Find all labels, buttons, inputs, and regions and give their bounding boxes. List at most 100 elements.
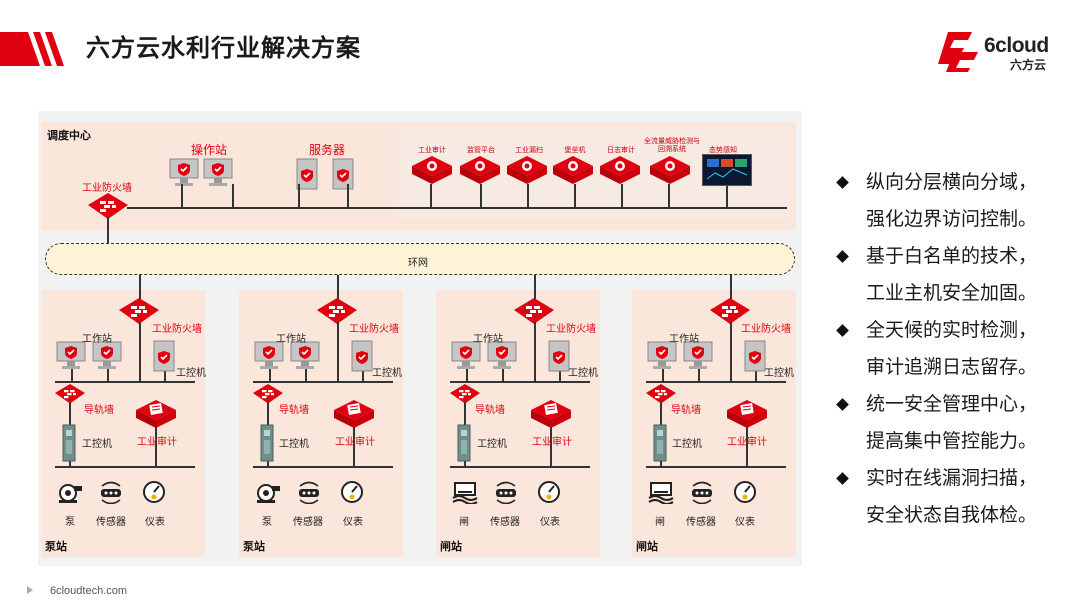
station-2-gauge-icon <box>338 480 366 509</box>
feature-text: 提高集中管控能力。 <box>866 430 1038 452</box>
station-3-workstation-1-icon <box>450 340 482 377</box>
station-3-ipc2-icon <box>456 424 472 467</box>
station-3-device-2-label: 传感器 <box>490 517 520 528</box>
station-4-audit-icon <box>727 400 767 433</box>
station-4-ipc-drop-line <box>755 368 757 381</box>
station-1-uplink-line <box>139 275 141 299</box>
monitor-tool-icon <box>458 156 502 189</box>
ring-network-label: 环网 <box>408 258 428 269</box>
station-1-audit-drop-line <box>155 427 157 466</box>
bastion-tool-icon <box>551 156 595 189</box>
feature-item: 审计追溯日志留存。 <box>838 353 1078 390</box>
feature-item: 提高集中管控能力。 <box>838 427 1078 464</box>
station-1-lower-bus-line <box>55 466 195 468</box>
station-2-workstation-2-icon <box>289 340 321 377</box>
tool-label-monitor: 监管平台 <box>467 146 495 154</box>
feature-text: 工业主机安全加固。 <box>866 282 1038 304</box>
brand-logo-icon <box>934 30 982 72</box>
center-drop-line <box>347 184 349 207</box>
station-4-gauge-icon <box>731 480 759 509</box>
feature-list: 纵向分层横向分域， 强化边界访问控制。基于白名单的技术， 工业主机安全加固。全天候的… <box>836 168 1078 538</box>
feature-text: 实时在线漏洞扫描， <box>866 467 1038 489</box>
station-1-ipc-label: 工控机 <box>176 368 206 379</box>
station-3-ws-drop-line <box>466 366 468 381</box>
station-1-device-3-label: 仪表 <box>145 517 165 528</box>
station-3-ws-drop-line <box>502 366 504 381</box>
station-2-ipc-label: 工控机 <box>372 368 402 379</box>
station-2-rail-wall-icon <box>253 384 283 410</box>
feature-item: 基于白名单的技术， <box>836 242 1078 279</box>
station-4-upper-bus-line <box>646 381 786 383</box>
station-1-upper-bus-line <box>55 381 195 383</box>
station-3-device-1-label: 闸 <box>459 517 469 528</box>
station-1-ws-drop-line <box>71 366 73 381</box>
center-drop-line <box>574 184 576 207</box>
station-1-name: 泵站 <box>45 540 67 553</box>
diamond-bullet-icon <box>836 398 849 411</box>
station-1-device-2-label: 传感器 <box>96 517 126 528</box>
station-3-uplink-line <box>534 275 536 299</box>
server-1-icon <box>296 158 318 195</box>
station-2-firewall-icon <box>317 298 357 331</box>
station-3-gate-icon <box>451 480 479 509</box>
station-2-workstation-label: 工作站 <box>276 334 306 345</box>
station-2-ipc-drop-line <box>362 368 364 381</box>
station-2-sensor-icon <box>295 480 323 509</box>
feature-item: 工业主机安全加固。 <box>838 279 1078 316</box>
station-4-sensor-icon <box>688 480 716 509</box>
station-2-upper-bus-line <box>253 381 393 383</box>
center-drop-line <box>232 184 234 207</box>
feature-item: 全天候的实时检测， <box>836 316 1078 353</box>
station-4-firewall-icon <box>710 298 750 331</box>
center-drop-line <box>181 184 183 207</box>
station-4-firewall-label: 工业防火墙 <box>741 324 791 335</box>
station-4-ipc-label: 工控机 <box>764 368 794 379</box>
audit-tool-icon <box>410 156 454 189</box>
tool-label-situation: 态势感知 <box>709 146 737 154</box>
station-1-workstation-2-icon <box>91 340 123 377</box>
diamond-bullet-icon <box>836 250 849 263</box>
center-drop-line <box>621 184 623 207</box>
center-firewall-label: 工业防火墙 <box>82 183 132 194</box>
station-4-rail-wall-label: 导轨墙 <box>671 405 701 416</box>
operator-station-label: 操作站 <box>191 143 228 157</box>
server-2-icon <box>332 158 354 195</box>
page-title: 六方云水利行业解决方案 <box>86 34 361 62</box>
center-drop-line <box>668 184 670 207</box>
station-1-audit-label: 工业审计 <box>137 437 177 448</box>
situation-awareness-screen-icon <box>702 154 752 186</box>
station-4-workstation-1-icon <box>646 340 678 377</box>
feature-text: 纵向分层横向分域， <box>866 171 1038 193</box>
station-1-workstation-label: 工作站 <box>82 334 112 345</box>
tool-label-traffic: 全流量威胁检测与回溯系统 <box>644 137 700 153</box>
diamond-bullet-icon <box>836 324 849 337</box>
feature-text: 安全状态自我体检。 <box>866 504 1038 526</box>
station-2-pump-icon <box>254 480 282 509</box>
feature-item: 强化边界访问控制。 <box>838 205 1078 242</box>
station-3-audit-label: 工业审计 <box>532 437 572 448</box>
station-3-firewall-icon <box>514 298 554 331</box>
station-1-audit-icon <box>136 400 176 433</box>
station-1-pump-icon <box>56 480 84 509</box>
station-3-ipc2-label: 工控机 <box>477 439 507 450</box>
station-3-zone <box>436 290 600 557</box>
center-drop-line <box>527 184 529 207</box>
station-1-firewall-icon <box>119 298 159 331</box>
station-2-audit-icon <box>334 400 374 433</box>
traffic-tool-icon <box>648 156 692 189</box>
center-drop-line <box>430 184 432 207</box>
station-2-uplink-line <box>337 275 339 299</box>
station-4-ipc-icon <box>744 340 766 377</box>
tool-label-bastion: 堡垒机 <box>564 146 586 154</box>
server-label: 服务器 <box>309 143 346 157</box>
station-2-audit-drop-line <box>353 427 355 466</box>
feature-item: 纵向分层横向分域， <box>836 168 1078 205</box>
station-4-device-3-label: 仪表 <box>735 517 755 528</box>
station-4-zone <box>632 290 796 557</box>
station-4-audit-drop-line <box>746 427 748 466</box>
station-4-gate-icon <box>647 480 675 509</box>
station-2-ws-drop-line <box>269 366 271 381</box>
station-2-lower-bus-line <box>253 466 393 468</box>
center-firewall-icon <box>88 193 128 226</box>
station-2-firewall-label: 工业防火墙 <box>349 324 399 335</box>
